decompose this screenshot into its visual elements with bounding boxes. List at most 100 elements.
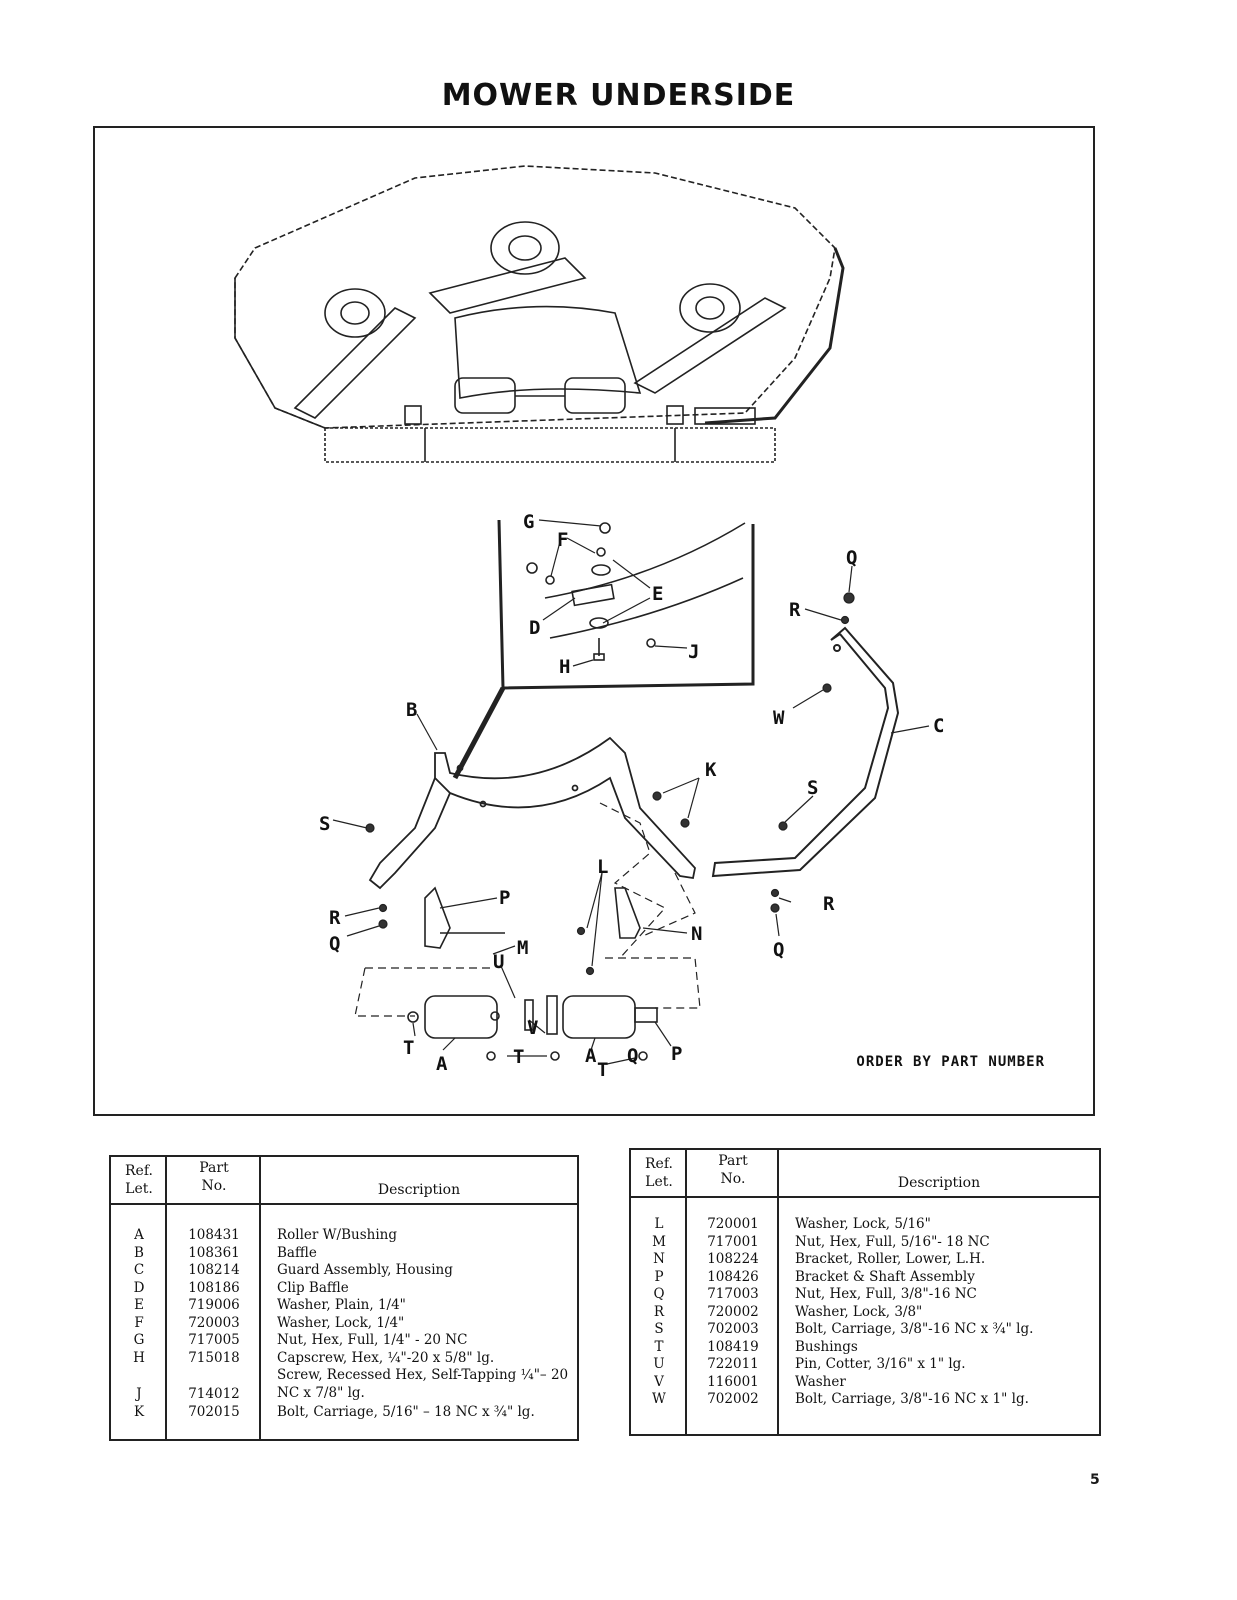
inset-detail	[452, 519, 755, 780]
roller-assembly	[407, 886, 658, 1061]
ref-letter-cell: K	[133, 1404, 145, 1420]
diagram-svg: G F E D J H Q R W C B K S S R Q P L N M …	[234, 165, 944, 1081]
order-note: ORDER BY PART NUMBER	[856, 1054, 1045, 1070]
ref-letter-cell: C	[133, 1262, 145, 1278]
part-number-cell: 108426	[707, 1268, 759, 1285]
page-number: 5	[1090, 1472, 1100, 1488]
part-number-cell: 720003	[188, 1314, 240, 1331]
callout-t-right: T	[597, 1059, 608, 1081]
callout-w: W	[773, 707, 785, 729]
ref-letter-cell: N	[653, 1251, 665, 1267]
callout-q-left: Q	[329, 933, 340, 955]
description-cell: Nut, Hex, Full, 5/16"- 18 NC	[795, 1233, 990, 1250]
ref-letter-cell: S	[654, 1321, 664, 1337]
callout-p-bottom: P	[671, 1043, 682, 1065]
part-number-cell: 717005	[188, 1332, 240, 1348]
part-number-cell: 702002	[707, 1391, 759, 1407]
callout-t-mid: T	[513, 1046, 524, 1068]
callout-m: M	[517, 937, 528, 959]
part-number-cell: 720002	[707, 1303, 759, 1320]
callout-q: Q	[846, 547, 857, 569]
part-number-cell: 108431	[188, 1227, 240, 1243]
part-number-cell: 722011	[707, 1356, 759, 1372]
part-number-cell: 719006	[188, 1297, 240, 1313]
header-ref-let: Ref. Let.	[111, 1157, 167, 1205]
header-part: Part	[199, 1160, 229, 1176]
callout-f: F	[557, 529, 568, 551]
header-ref: Ref.	[125, 1163, 153, 1179]
part-number-cell: 720001	[707, 1216, 759, 1232]
column-divider	[259, 1157, 261, 1439]
callout-t-left: T	[403, 1037, 414, 1059]
header-part: Part	[718, 1153, 748, 1169]
description-cell: Bushings	[795, 1338, 858, 1355]
ref-letter-cell: T	[654, 1338, 664, 1355]
callout-d: D	[529, 617, 540, 639]
callout-s-left: S	[319, 813, 330, 835]
part-number-cell: 108186	[188, 1279, 240, 1296]
callout-r: R	[789, 599, 801, 621]
ref-letter-cell: W	[652, 1391, 666, 1407]
column-divider	[685, 1150, 687, 1434]
header-no: No.	[720, 1171, 746, 1187]
callout-c: C	[933, 715, 944, 737]
description-cell: Bracket & Shaft Assembly	[795, 1268, 975, 1285]
callout-r-right: R	[823, 893, 835, 915]
callout-v: V	[527, 1017, 538, 1039]
header-no: No.	[201, 1178, 227, 1194]
callout-k: K	[705, 759, 717, 781]
ref-letter-cell: G	[133, 1332, 145, 1348]
ref-letter-cell: R	[653, 1303, 665, 1320]
ref-letter-cell: J	[136, 1386, 142, 1402]
part-number-cell: 715018	[188, 1349, 240, 1366]
ref-letter-cell: P	[654, 1268, 664, 1285]
description-cell: Bolt, Carriage, 5/16" – 18 NC x ¾" lg.	[277, 1404, 535, 1420]
description-cell: Pin, Cotter, 3/16" x 1" lg.	[795, 1356, 966, 1372]
callout-u: U	[493, 951, 504, 973]
callout-e: E	[652, 583, 663, 605]
callout-p-top: P	[499, 887, 510, 909]
header-ref-let: Ref. Let.	[631, 1150, 687, 1198]
callout-l: L	[597, 856, 608, 878]
callout-g: G	[523, 511, 534, 533]
description-cell: Capscrew, Hex, ¼"-20 x 5/8" lg.	[277, 1349, 495, 1366]
part-number-cell: 717001	[707, 1233, 759, 1250]
ref-letter-cell: F	[134, 1314, 144, 1331]
table-row: P 108426 Bracket & Shaft Assembly	[631, 1269, 1099, 1287]
ref-letter-cell: U	[653, 1356, 665, 1372]
callout-j: J	[688, 641, 699, 663]
description-cell: Bracket, Roller, Lower, L.H.	[795, 1251, 986, 1267]
hardware	[365, 592, 855, 976]
table-row: S 702003 Bolt, Carriage, 3/8"-16 NC x ¾" l…	[631, 1321, 1099, 1339]
description-cell: Baffle	[277, 1244, 317, 1261]
part-number-cell: 702003	[707, 1321, 759, 1337]
ref-letter-cell: E	[134, 1297, 144, 1313]
description-cell: Washer	[795, 1373, 846, 1390]
ref-letter-cell: H	[133, 1349, 145, 1366]
ref-letter-cell: L	[654, 1216, 664, 1232]
leader-lines	[332, 519, 930, 1065]
part-number-cell: 108419	[707, 1338, 759, 1355]
description-cell: Bolt, Carriage, 3/8"-16 NC x ¾" lg.	[795, 1321, 1034, 1337]
header-ref: Ref.	[645, 1156, 673, 1172]
callout-r-left: R	[329, 907, 341, 929]
part-number-cell: 717003	[707, 1286, 759, 1302]
table-row: H 715018 Capscrew, Hex, ¼"-20 x 5/8" lg.	[111, 1350, 577, 1368]
callout-n: N	[691, 923, 702, 945]
guard-assembly-part	[711, 626, 900, 878]
